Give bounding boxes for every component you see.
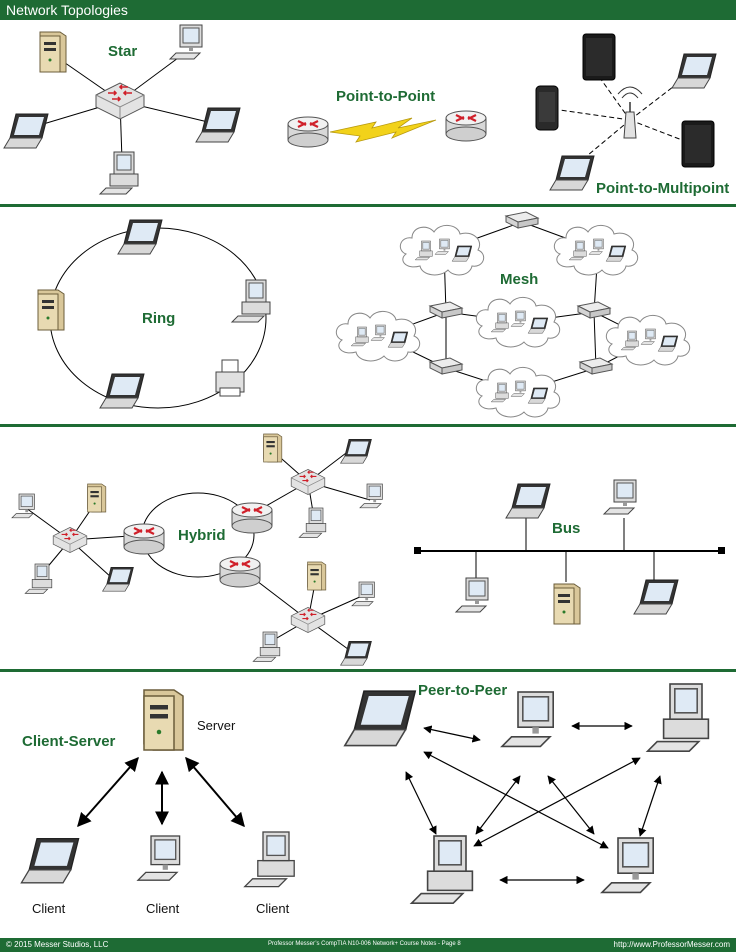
server-icon xyxy=(307,561,327,591)
mesh-label: Mesh xyxy=(500,271,538,288)
bus-topology: Bus xyxy=(414,479,725,625)
desktop-icon xyxy=(137,835,181,881)
server-icon xyxy=(87,483,107,513)
desktop-icon xyxy=(11,493,35,519)
website-link[interactable]: http://www.ProfessorMesser.com xyxy=(613,940,730,949)
server-icon xyxy=(37,289,65,331)
workstation-icon xyxy=(231,279,271,323)
course-notes-text: Professor Messer’s CompTIA N10-006 Netwo… xyxy=(268,941,461,947)
router-icon xyxy=(122,522,166,556)
laptop-icon xyxy=(633,579,679,615)
router-icon xyxy=(444,109,488,143)
peer-to-peer-label: Peer-to-Peer xyxy=(418,682,507,699)
server-label: Server xyxy=(197,718,236,733)
phone-icon xyxy=(535,85,559,131)
page-title: Network Topologies xyxy=(6,2,128,18)
printer-icon xyxy=(215,359,245,397)
laptop-icon xyxy=(505,483,551,519)
footer: © 2015 Messer Studios, LLC Professor Mes… xyxy=(0,938,736,952)
workstation-icon xyxy=(24,563,53,594)
cloud-icon xyxy=(554,225,637,275)
cloud-icon xyxy=(400,225,483,275)
point-to-multipoint-label: Point-to-Multipoint xyxy=(596,180,729,197)
desktop-icon xyxy=(351,581,375,607)
tablet-icon xyxy=(681,120,715,168)
client-label: Client xyxy=(146,901,180,916)
bus-label: Bus xyxy=(552,520,580,537)
router-icon xyxy=(218,555,262,589)
desktop-icon xyxy=(601,837,655,894)
desktop-icon xyxy=(603,479,637,515)
router-icon xyxy=(230,501,274,535)
laptop-icon xyxy=(3,113,49,149)
desktop-icon xyxy=(501,691,555,748)
section-divider xyxy=(0,669,736,672)
desktop-icon xyxy=(169,24,203,60)
hybrid-label: Hybrid xyxy=(178,527,226,544)
cloud-icon xyxy=(336,311,419,361)
workstation-icon xyxy=(99,151,139,195)
desktop-icon xyxy=(455,577,489,613)
ring-topology: Ring xyxy=(37,219,271,409)
star-topology: Star xyxy=(3,24,241,195)
client-label: Client xyxy=(32,901,66,916)
server-icon xyxy=(39,31,67,73)
cloud-icon xyxy=(476,297,559,347)
workstation-icon xyxy=(646,683,710,753)
client-label: Client xyxy=(256,901,290,916)
laptop-icon xyxy=(99,373,145,409)
server-icon xyxy=(263,433,283,463)
switch-icon xyxy=(577,301,611,319)
laptop-icon xyxy=(340,439,372,464)
point-to-multipoint-topology: Point-to-Multipoint xyxy=(535,33,729,197)
client-server-label: Client-Server xyxy=(22,733,116,750)
wireless-access-point-icon xyxy=(617,86,643,139)
laptop-icon xyxy=(549,155,595,191)
laptop-icon xyxy=(20,837,80,884)
star-label: Star xyxy=(108,43,137,60)
server-icon xyxy=(553,583,581,625)
peer-to-peer-topology: Peer-to-Peer xyxy=(343,682,710,905)
workstation-icon xyxy=(410,835,474,905)
router-icon xyxy=(286,115,330,149)
copyright-text: © 2015 Messer Studios, LLC xyxy=(6,940,109,949)
ring-label: Ring xyxy=(142,310,175,327)
hybrid-topology: Hybrid xyxy=(11,433,383,666)
laptop-icon xyxy=(671,53,717,89)
cloud-icon xyxy=(476,367,559,417)
cloud-icon xyxy=(606,315,689,365)
server-icon xyxy=(143,689,184,751)
laptop-icon xyxy=(343,690,417,747)
section-divider xyxy=(0,204,736,207)
laptop-icon xyxy=(102,567,134,592)
workstation-icon xyxy=(244,831,295,888)
desktop-icon xyxy=(359,483,383,509)
workstation-icon xyxy=(298,507,327,538)
title-bar: Network Topologies xyxy=(0,0,736,20)
section-divider xyxy=(0,424,736,427)
mesh-topology: Mesh xyxy=(336,211,689,417)
tablet-icon xyxy=(582,33,616,81)
laptop-icon xyxy=(195,107,241,143)
workstation-icon xyxy=(252,631,281,662)
laptop-icon xyxy=(117,219,163,255)
laptop-icon xyxy=(340,641,372,666)
point-to-point-topology: Point-to-Point xyxy=(286,88,488,149)
point-to-point-label: Point-to-Point xyxy=(336,88,435,105)
client-server-topology: Client-Server Server Client Client Clien… xyxy=(20,689,295,916)
